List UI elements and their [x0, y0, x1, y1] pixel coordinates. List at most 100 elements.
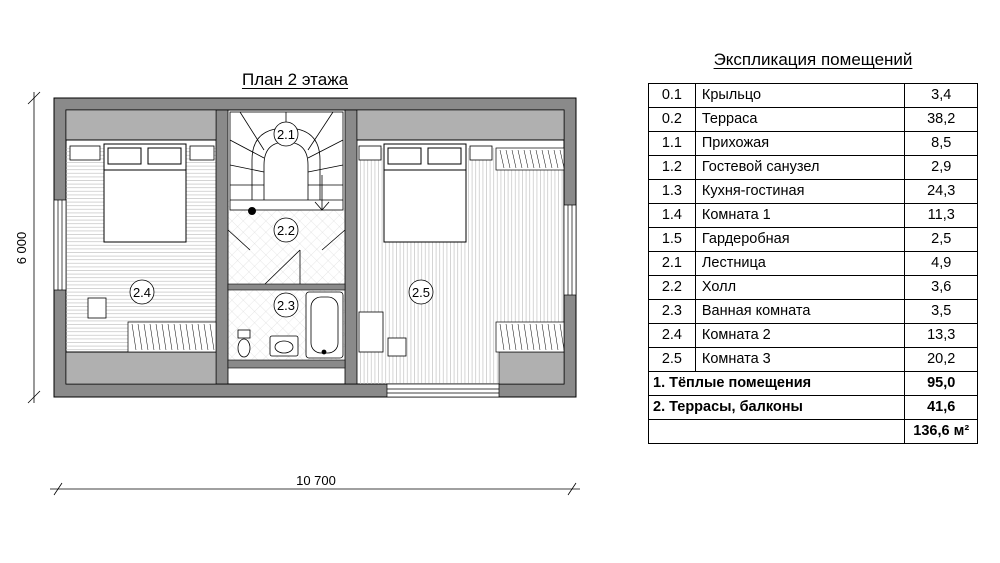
- room-name: Гостевой санузел: [694, 155, 906, 180]
- room-area: 3,5: [904, 299, 978, 324]
- room-name: Кухня-гостиная: [694, 179, 906, 204]
- staircase: [229, 111, 344, 211]
- room-num: 2.2: [648, 275, 696, 300]
- room-label-2-5: 2.5: [408, 279, 434, 305]
- chair-right: [387, 337, 407, 357]
- bath-bottom-wall: [227, 359, 346, 369]
- total-area: 41,6: [904, 395, 978, 420]
- room-name: Комната 2: [694, 323, 906, 348]
- plan-title: План 2 этажа: [241, 70, 349, 89]
- room-num: 2.5: [648, 347, 696, 372]
- room-num: 2.3: [648, 299, 696, 324]
- total-area: 95,0: [904, 371, 978, 396]
- room-label-2-4: 2.4: [129, 279, 155, 305]
- nightstand-right: [358, 145, 382, 161]
- room-area: 2,5: [904, 227, 978, 252]
- room-name: Ванная комната: [694, 299, 906, 324]
- nightstand-right-2: [469, 145, 493, 161]
- dimension-vertical: [27, 91, 41, 404]
- nightstand-left: [69, 145, 101, 161]
- sink: [269, 335, 299, 357]
- dimension-width-label: 10 700: [296, 473, 336, 488]
- room-name: Холл: [694, 275, 906, 300]
- room-area: 13,3: [904, 323, 978, 348]
- room-name: Гардеробная: [694, 227, 906, 252]
- room-num: 1.1: [648, 131, 696, 156]
- room-num: 1.2: [648, 155, 696, 180]
- room-name: Лестница: [694, 251, 906, 276]
- room-area: 2,9: [904, 155, 978, 180]
- room-num: 1.4: [648, 203, 696, 228]
- interior-wall-right: [344, 109, 358, 385]
- room-area: 38,2: [904, 107, 978, 132]
- roof-slope-top-left: [65, 109, 217, 141]
- window-right: [563, 204, 577, 296]
- total-label: 1. Тёплые помещения: [647, 371, 906, 396]
- room-num: 2.1: [648, 251, 696, 276]
- room-label-2-1: 2.1: [273, 121, 299, 147]
- hall-floor: [228, 200, 345, 290]
- room-num: 0.2: [648, 107, 696, 132]
- room-area: 3,6: [904, 275, 978, 300]
- room-num: 0.1: [648, 83, 696, 108]
- room-label-2-4-text: 2.4: [133, 285, 151, 300]
- room-num: 1.5: [648, 227, 696, 252]
- window-left: [53, 199, 67, 291]
- room-area: 20,2: [904, 347, 978, 372]
- room-area: 4,9: [904, 251, 978, 276]
- room-num: 2.4: [648, 323, 696, 348]
- floor-plan-drawing: 2.1 2.2 2.3 2.4 2.5 6 000 10 700: [14, 91, 580, 496]
- roof-slope-bottom-left: [65, 351, 217, 385]
- total-label: 2. Террасы, балконы: [647, 395, 906, 420]
- room-area: 11,3: [904, 203, 978, 228]
- room-area: 24,3: [904, 179, 978, 204]
- room-label-2-1-text: 2.1: [277, 127, 295, 142]
- toilet: [237, 329, 251, 358]
- room-label-2-2: 2.2: [273, 217, 299, 243]
- stair-start-dot: [248, 207, 256, 215]
- desk-left: [87, 297, 107, 319]
- room-num: 1.3: [648, 179, 696, 204]
- balcony-door: [386, 383, 500, 398]
- roof-slope-bottom-right: [498, 351, 565, 385]
- grand-total-area: 136,6 м²: [904, 419, 978, 444]
- room-label-2-5-text: 2.5: [412, 285, 430, 300]
- room-label-2-3: 2.3: [273, 292, 299, 318]
- nightstand-left-2: [189, 145, 215, 161]
- room-name: Крыльцо: [694, 83, 906, 108]
- explication-title: Экспликация помещений: [713, 50, 913, 69]
- room-name: Комната 1: [694, 203, 906, 228]
- room-label-2-3-text: 2.3: [277, 298, 295, 313]
- wardrobe-left: [127, 321, 217, 353]
- dimension-height-label: 6 000: [14, 232, 29, 265]
- room-area: 3,4: [904, 83, 978, 108]
- wardrobe-right-bottom: [495, 321, 565, 353]
- bathtub: [305, 291, 344, 359]
- bed-left: [103, 143, 187, 243]
- room-name: Терраса: [694, 107, 906, 132]
- room-area: 8,5: [904, 131, 978, 156]
- room-name: Прихожая: [694, 131, 906, 156]
- grand-total-empty: [647, 419, 906, 444]
- room-label-2-2-text: 2.2: [277, 223, 295, 238]
- dimension-horizontal: [50, 482, 580, 496]
- bath-partition: [227, 283, 346, 291]
- bed-right: [383, 143, 467, 243]
- room-name: Комната 3: [694, 347, 906, 372]
- roof-slope-top-right: [356, 109, 565, 141]
